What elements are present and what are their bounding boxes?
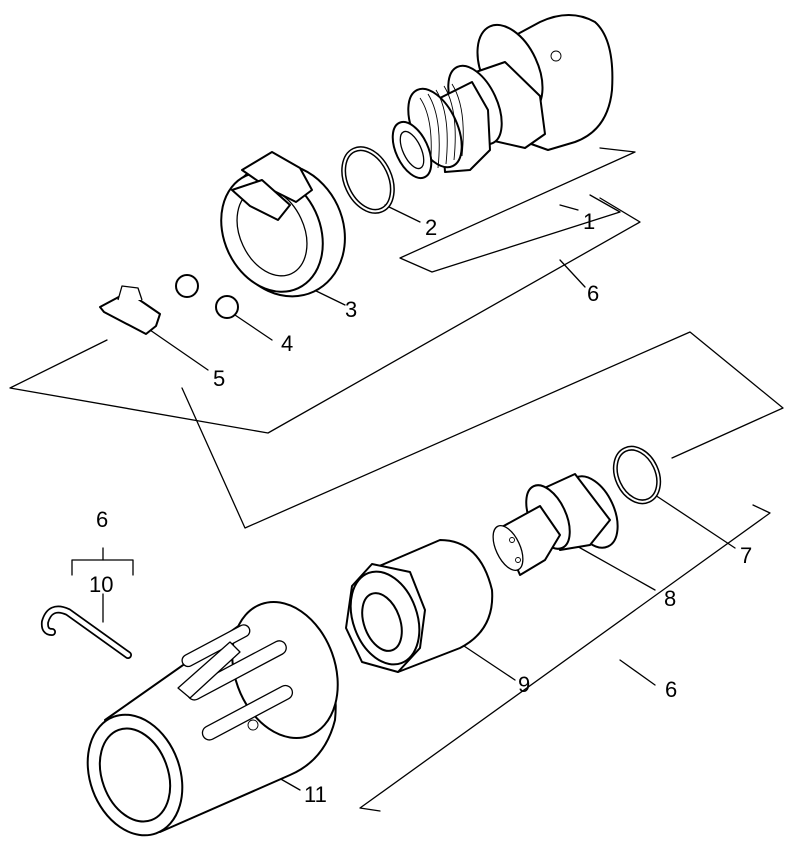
label-part-7: 7 — [740, 543, 752, 568]
part-9-union-nut — [345, 539, 494, 673]
group-bracket-6-bottom — [359, 504, 771, 812]
label-part-9: 9 — [518, 672, 530, 697]
part-1-threaded-fitting — [391, 14, 614, 180]
part-10-bent-pin — [40, 605, 132, 659]
group-bracket-6-top — [9, 197, 641, 434]
label-part-8: 8 — [664, 586, 676, 611]
label-part-6-bottom: 6 — [665, 677, 677, 702]
part-7-o-ring — [612, 445, 662, 505]
group-bracket-1 — [399, 147, 636, 273]
label-part-3: 3 — [345, 297, 357, 322]
part-3-clamp-ring — [220, 151, 346, 298]
part-2-o-ring — [341, 146, 395, 214]
part-8-valve-insert — [492, 473, 619, 576]
label-part-11: 11 — [304, 782, 327, 807]
part-5-clip — [99, 285, 161, 335]
label-part-5: 5 — [213, 366, 225, 391]
part-11-handle-sleeve — [86, 601, 339, 837]
group-bracket-10 — [71, 547, 134, 623]
group-bracket-6-lower — [181, 331, 784, 529]
label-part-1: 1 — [583, 209, 595, 234]
part-number-labels: 2 1 3 6 4 5 6 10 7 8 9 6 11 — [89, 209, 752, 807]
label-part-6-pin: 6 — [96, 507, 108, 532]
label-part-2: 2 — [425, 215, 437, 240]
leader-lines — [149, 204, 736, 791]
label-part-10: 10 — [89, 572, 113, 597]
part-4-balls — [175, 274, 239, 319]
label-part-4: 4 — [281, 331, 293, 356]
label-part-6-top: 6 — [587, 281, 599, 306]
